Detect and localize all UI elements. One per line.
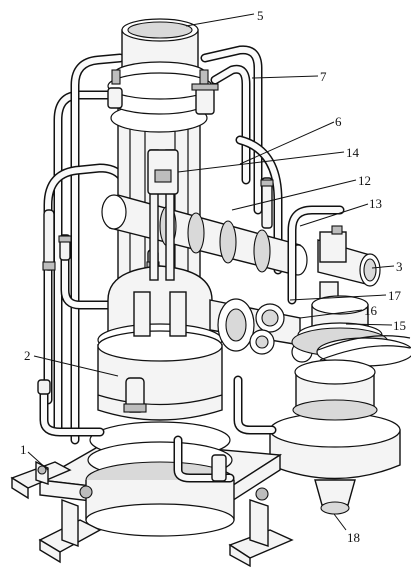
label-16: 16 <box>364 303 378 318</box>
label-7: 7 <box>320 69 327 84</box>
label-13: 13 <box>369 196 382 211</box>
label-6: 6 <box>335 114 342 129</box>
label-18: 18 <box>347 530 360 545</box>
label-1: 1 <box>20 442 27 457</box>
label-3: 3 <box>396 259 403 274</box>
label-5: 5 <box>257 8 264 23</box>
outlet-assembly <box>287 205 381 305</box>
label-15: 15 <box>393 318 406 333</box>
gear-train <box>209 298 313 363</box>
label-17: 17 <box>388 288 402 303</box>
label-2: 2 <box>24 348 31 363</box>
label-14: 14 <box>346 145 360 160</box>
right-lower-vessel <box>269 359 401 515</box>
leader-lines <box>27 13 395 531</box>
part-labels: 5 7 6 14 12 13 3 17 16 15 2 1 18 <box>20 8 406 545</box>
base-feet <box>10 460 294 568</box>
center-rods <box>147 149 179 281</box>
label-12: 12 <box>358 173 371 188</box>
main-vessel <box>97 265 223 421</box>
top-vessel <box>107 18 213 100</box>
rear-pipe-frame <box>43 45 283 445</box>
lower-pipes <box>37 375 277 483</box>
top-valves <box>107 83 219 115</box>
right-pump <box>291 295 411 367</box>
